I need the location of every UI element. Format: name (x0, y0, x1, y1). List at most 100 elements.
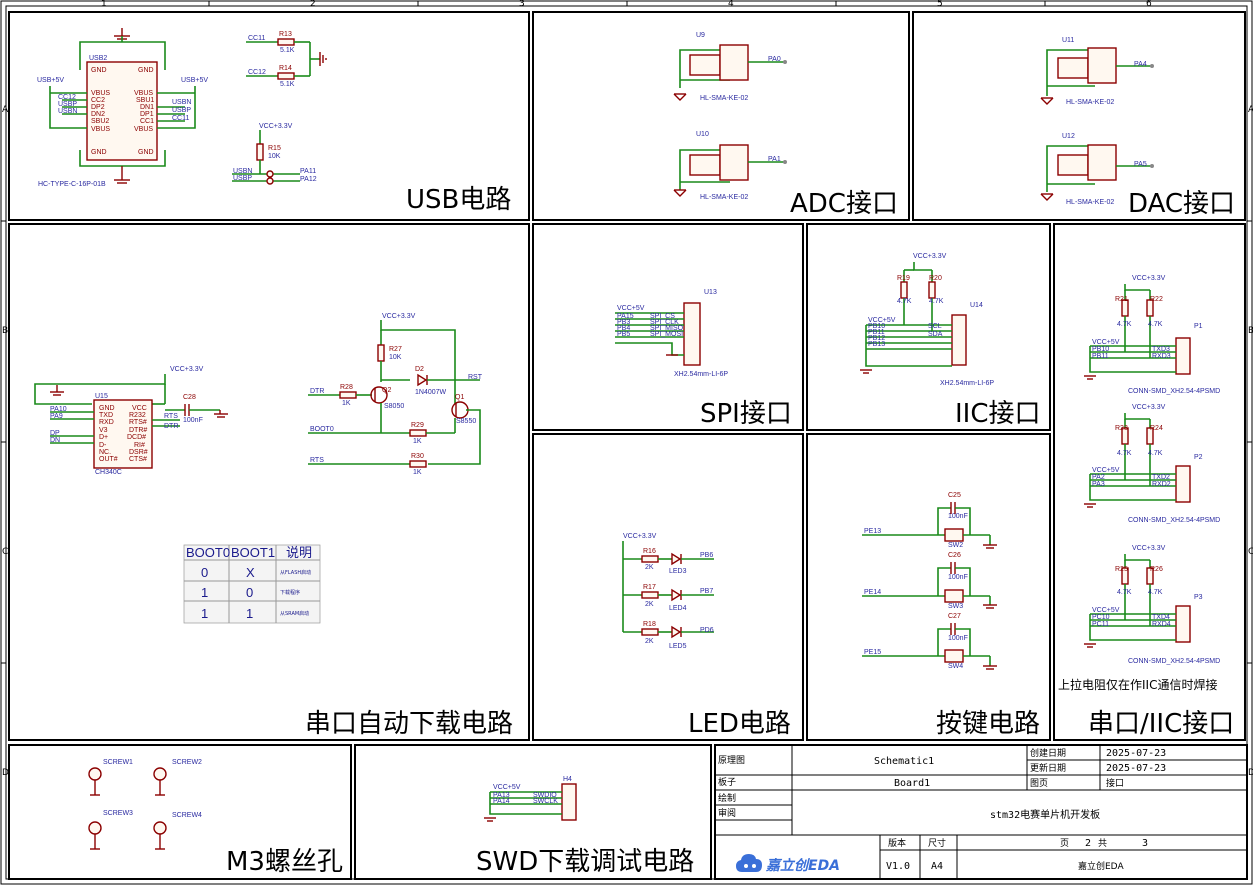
svg-text:SDA: SDA (928, 331, 943, 338)
usb-pin-r2: VBUS (134, 90, 153, 97)
svg-text:CONN-SMD_XH2.54-4PSMD: CONN-SMD_XH2.54-4PSMD (1128, 517, 1220, 524)
svg-text:U14: U14 (970, 302, 983, 309)
r14-value: 5.1K (280, 81, 295, 88)
screw-icon-1 (88, 767, 102, 796)
svg-text:R16: R16 (643, 548, 656, 555)
tb-board-label: 板子 (718, 776, 736, 788)
svg-text:VCC+3.3V: VCC+3.3V (382, 313, 416, 320)
serial-iic-block-2: VCC+3.3V R23 R24 4.7K 4.7K P2 VCC+5V PA2… (1084, 404, 1220, 524)
cloud-logo-icon (736, 854, 762, 872)
gnd-symbol-sd-left (50, 385, 64, 396)
usb-net-pa12: PA12 (300, 176, 317, 183)
svg-text:PA2: PA2 (1092, 474, 1105, 481)
svg-text:TXD: TXD (99, 412, 113, 419)
svg-text:D2: D2 (415, 366, 424, 373)
svg-text:CTS#: CTS# (129, 456, 147, 463)
panel-title-swd: SWD下载调试电路 (476, 847, 694, 877)
svg-text:4.7K: 4.7K (1148, 589, 1163, 596)
key-row-3: C27 100nF PE15 SW4 (862, 613, 997, 670)
usb-net-usbn-r15: USBN (233, 168, 252, 175)
svg-text:PA15: PA15 (617, 313, 634, 320)
ruler-top: 1 2 3 4 5 6 (101, 0, 1152, 9)
boot-r1-c3: 从FLASH启动 (280, 569, 311, 576)
usb-net-usbp-right: USBP (172, 107, 191, 114)
svg-text:PB7: PB7 (700, 588, 713, 595)
svg-text:OUT#: OUT# (99, 456, 118, 463)
svg-text:PB10: PB10 (868, 323, 885, 330)
svg-text:PB6: PB6 (700, 552, 713, 559)
svg-text:RXD: RXD (99, 419, 114, 426)
ruler-top-6: 6 (1146, 0, 1152, 9)
usb-pin-r7: VBUS (134, 126, 153, 133)
usb-net-cc11: CC11 (248, 35, 265, 42)
usb-pin-r1: GND (138, 67, 154, 74)
boot-r1-c2: X (246, 565, 255, 580)
tb-logo-text: 嘉立创EDA (765, 857, 840, 874)
r14-ref: R14 (279, 65, 292, 72)
svg-text:PC11: PC11 (1092, 621, 1109, 628)
boot-r3-c3: 从SRAM启动 (280, 610, 309, 617)
svg-text:R26: R26 (1150, 566, 1163, 573)
serial-iic-block-1: VCC+3.3V R21 R22 4.7K 4.7K P1 VCC+5V PB1… (1084, 275, 1220, 395)
ruler-top-5: 5 (937, 0, 943, 9)
svg-text:VCC+5V: VCC+5V (617, 305, 645, 312)
usb-pin-bottom-gnd-2: GND (138, 149, 154, 156)
svg-text:PA5: PA5 (1134, 161, 1147, 168)
svg-text:Q1: Q1 (455, 394, 464, 401)
svg-text:C27: C27 (948, 613, 961, 620)
gnd-symbol-dac-1 (1040, 97, 1054, 105)
adc-circuit: U9 PA0 HL-SMA-KE-02 U10 PA1 HL-SMA-KE-02 (673, 32, 787, 201)
svg-text:LED4: LED4 (669, 605, 687, 612)
tb-size-label: 尺寸 (928, 837, 946, 849)
svg-text:GND: GND (99, 405, 115, 412)
svg-text:VCC+3.3V: VCC+3.3V (1132, 545, 1166, 552)
svg-text:BOOT0: BOOT0 (310, 426, 334, 433)
boot-r3-c2: 1 (246, 606, 253, 621)
key-row-2: C26 100nF PE14 SW3 (862, 552, 997, 610)
usb-net-cc11-right: CC11 (172, 115, 189, 122)
svg-text:C25: C25 (948, 492, 961, 499)
svg-text:P2: P2 (1194, 454, 1203, 461)
tb-schematic: Schematic1 (874, 756, 934, 767)
panel-title-usb: USB电路 (406, 185, 511, 215)
usb-pin-l6: SBU2 (91, 118, 109, 125)
led-circuit: VCC+3.3V R16 2K LED3 PB6 R17 2K LED4 PB7… (622, 533, 714, 650)
key-row-1: C25 100nF PE13 SW2 (862, 492, 997, 549)
svg-text:DSR#: DSR# (129, 449, 148, 456)
iic-circuit: VCC+3.3V R19 R20 4.7K 4.7K U14 XH2.54mm-… (860, 253, 994, 387)
svg-text:RXD4: RXD4 (1152, 621, 1171, 628)
svg-text:HL-SMA-KE-02: HL-SMA-KE-02 (1066, 199, 1114, 206)
svg-text:SCREW2: SCREW2 (172, 759, 202, 766)
svg-text:RI#: RI# (134, 442, 145, 449)
usb-net-cc12-r: CC12 (248, 69, 266, 76)
svg-text:10K: 10K (389, 354, 402, 361)
svg-text:R20: R20 (929, 275, 942, 282)
svg-text:PB11: PB11 (868, 329, 885, 336)
tb-draw-label: 绘制 (718, 792, 736, 804)
tb-total: 3 (1142, 838, 1148, 849)
svg-text:U10: U10 (696, 131, 709, 138)
svg-text:DTR: DTR (164, 423, 178, 430)
svg-text:U15: U15 (95, 393, 108, 400)
svg-text:U9: U9 (696, 32, 705, 39)
svg-text:RTS: RTS (164, 413, 178, 420)
r13-value: 5.1K (280, 47, 295, 54)
svg-text:4.7K: 4.7K (1148, 321, 1163, 328)
svg-text:RTS#: RTS# (129, 419, 147, 426)
svg-text:VCC+3.3V: VCC+3.3V (913, 253, 947, 260)
gnd-symbol-adc-2 (673, 189, 687, 197)
adc-u10: U10 PA1 HL-SMA-KE-02 (673, 131, 787, 201)
usb-pwr-right: USB+5V (181, 77, 208, 84)
svg-text:SPI_MISO: SPI_MISO (650, 325, 684, 332)
svg-text:VCC+5V: VCC+5V (1092, 339, 1120, 346)
svg-text:V3: V3 (99, 427, 108, 434)
gnd-symbol-c28 (214, 410, 228, 418)
tb-version-label: 版本 (888, 837, 906, 849)
ruler-top-4: 4 (728, 0, 734, 9)
spi-circuit: U13 XH2.54mm-LI-6P VCC+5V PA15 PB3 PB4 P… (615, 289, 728, 378)
svg-text:P1: P1 (1194, 323, 1203, 330)
svg-text:R24: R24 (1150, 425, 1163, 432)
svg-text:SPI_CLK: SPI_CLK (650, 319, 679, 326)
dac-u12: U12 PA5 HL-SMA-KE-02 (1040, 133, 1154, 206)
ruler-top-2: 2 (310, 0, 316, 9)
